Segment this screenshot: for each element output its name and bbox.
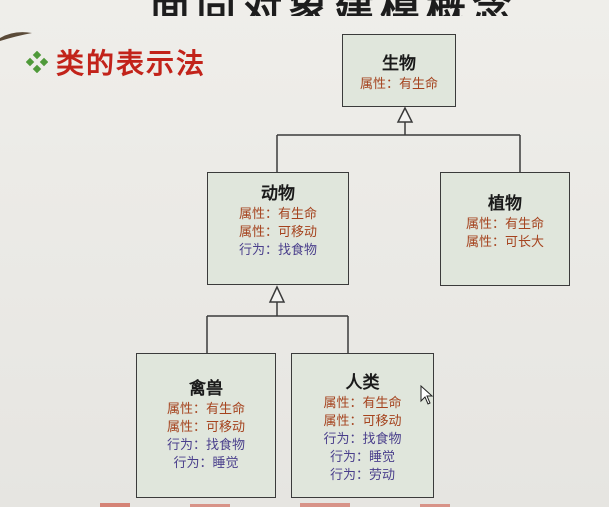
diamond-bullet-icon [26, 51, 48, 73]
class-box-qinshou: 禽兽 属性：有生命 属性：可移动 行为：找食物 行为：睡觉 [136, 353, 276, 498]
class-attribute: 属性：可长大 [465, 235, 544, 250]
class-attribute: 属性：有生命 [166, 402, 245, 417]
class-attribute: 属性：有生命 [359, 77, 438, 92]
class-attribute: 属性：有生命 [238, 207, 317, 222]
class-box-shengwu: 生物 属性：有生命 [342, 34, 456, 107]
class-attribute: 属性：有生命 [323, 396, 402, 411]
class-behavior: 行为：找食物 [238, 243, 317, 258]
class-box-renlei: 人类 属性：有生命 属性：可移动 行为：找食物 行为：睡觉 行为：劳动 [291, 353, 434, 498]
bottom-clipped-text-decoration [100, 503, 450, 507]
class-behavior: 行为：睡觉 [173, 456, 239, 471]
inheritance-arrow-icon [396, 106, 414, 123]
class-attribute: 属性：可移动 [323, 414, 402, 429]
class-behavior: 行为：找食物 [323, 432, 402, 447]
class-behavior: 行为：劳动 [329, 468, 395, 483]
class-name: 生物 [382, 54, 416, 74]
class-behavior: 行为：找食物 [166, 438, 245, 453]
class-box-zhiwu: 植物 属性：有生命 属性：可长大 [440, 172, 570, 286]
brush-stroke-decoration-icon [0, 32, 32, 41]
slide-title: 面向对象建模概念 [150, 0, 518, 16]
class-behavior: 行为：睡觉 [329, 450, 395, 465]
class-name: 动物 [261, 184, 295, 204]
class-name: 禽兽 [189, 379, 223, 399]
section-heading: 类的表示法 [26, 42, 206, 82]
class-attribute: 属性：可移动 [166, 420, 245, 435]
inheritance-arrow-icon [268, 285, 286, 303]
mouse-pointer-icon [420, 385, 434, 405]
class-name: 植物 [488, 194, 522, 214]
class-attribute: 属性：可移动 [238, 225, 317, 240]
slide-title-clipped: 面向对象建模概念 [0, 0, 609, 16]
heading-text: 类的表示法 [56, 47, 207, 80]
class-name: 人类 [345, 373, 380, 393]
class-attribute: 属性：有生命 [465, 217, 544, 232]
class-box-dongwu: 动物 属性：有生命 属性：可移动 行为：找食物 [207, 172, 349, 285]
